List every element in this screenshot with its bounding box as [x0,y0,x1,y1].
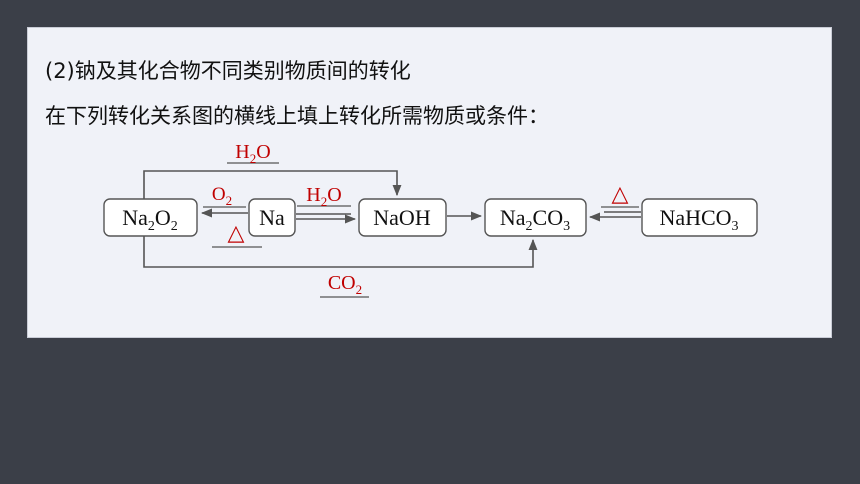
cond-o2: O2 [212,184,232,208]
arrow-na2o2-na2co3 [143,236,538,268]
cond-heat-nahco3: △ [612,181,629,206]
svg-text:Na2O2: Na2O2 [122,205,178,234]
node-na: Na [248,198,296,237]
cond-h2o-mid: H2O [306,184,341,209]
node-naoh: NaOH [358,198,447,237]
instruction-text: 在下列转化关系图的横线上填上转化所需物质或条件： [45,104,549,128]
svg-text:NaHCO3: NaHCO3 [659,205,738,234]
cond-heat-na2o2: △ [228,220,245,245]
svg-text:Na2CO3: Na2CO3 [500,205,570,234]
node-na2o2: Na2O2 [103,198,198,237]
svg-text:NaOH: NaOH [373,205,431,230]
arrow-na2o2-naoh [143,170,402,199]
node-na2co3: Na2CO3 [484,198,587,237]
content-panel: (2)钠及其化合物不同类别物质间的转化 在下列转化关系图的横线上填上转化所需物质… [27,27,832,338]
node-nahco3: NaHCO3 [641,198,758,237]
cond-co2: CO2 [328,272,362,297]
svg-text:Na: Na [259,205,285,230]
cond-h2o-top: H2O [235,141,270,166]
section-heading: (2)钠及其化合物不同类别物质间的转化 [45,59,411,83]
